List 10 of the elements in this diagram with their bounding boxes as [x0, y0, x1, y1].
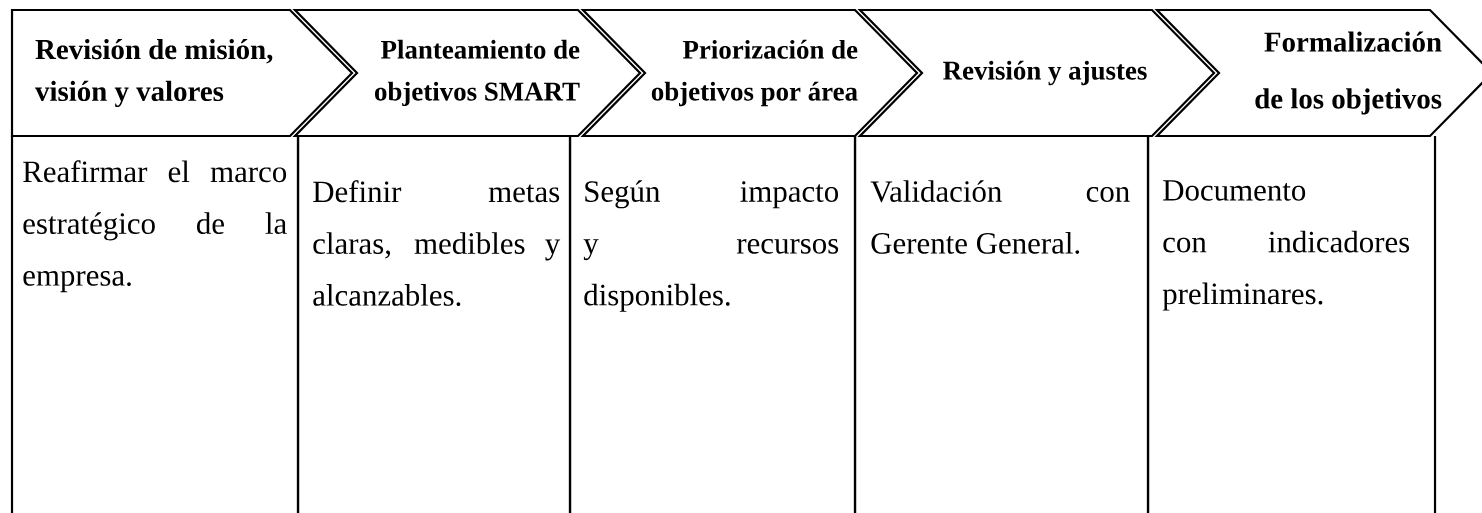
step-banner: Revisión de misión, visión y valores — [10, 8, 354, 138]
table-cell: Validación con Gerente General. — [870, 136, 1150, 513]
table-cell: Reafirmar el marco estratégico de la empresa. — [10, 136, 300, 513]
step-banner: Priorización de objetivos por área — [580, 8, 919, 138]
step-banner: Planteamiento de objetivos SMART — [292, 8, 642, 138]
table-cell: Definir metas claras, medibles y alcanzables. — [313, 136, 572, 513]
table-cell: Según impacto y recursos disponibles. — [583, 136, 857, 513]
step-banner: Revisión y ajustes — [857, 8, 1216, 138]
table-cell: Documento con indicadores preliminares. — [1162, 136, 1437, 513]
step-banner: Formalización de los objetivos — [1154, 8, 1482, 138]
